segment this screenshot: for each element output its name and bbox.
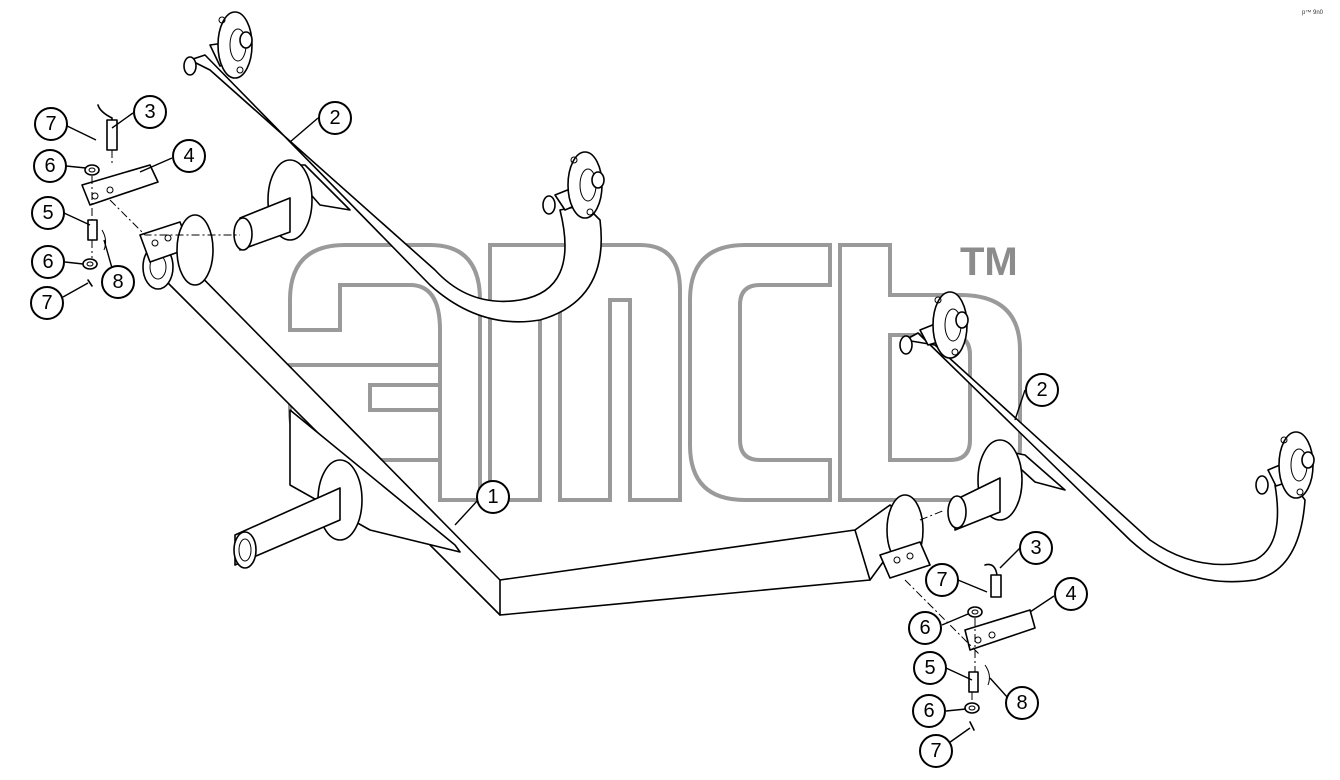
svg-text:8: 8 — [1016, 692, 1027, 714]
callout-6-right-lower: 6 — [912, 694, 946, 728]
hub-flange-right-lower — [1267, 431, 1315, 499]
hardware-right — [904, 509, 1036, 731]
upper-left-axle-tube — [183, 11, 605, 323]
callout-8-right: 8 — [1005, 686, 1039, 720]
hardware-left — [81, 104, 240, 287]
callout-2-upper: 2 — [318, 101, 352, 135]
watermark-trademark: TM — [960, 240, 1018, 284]
frame-bracket-right — [879, 494, 931, 579]
callout-4-right: 4 — [1054, 577, 1088, 611]
svg-text:7: 7 — [930, 740, 941, 762]
callout-6-left-lower: 6 — [31, 245, 65, 279]
callout-5-left: 5 — [31, 196, 65, 230]
callout-7-lower-left: 7 — [30, 286, 64, 320]
mounting-socket-upper-left — [233, 159, 351, 251]
corner-code: p™ 9n0 — [1302, 9, 1324, 16]
hub-flange-upper-mid — [554, 151, 605, 219]
callout-4-left: 4 — [172, 139, 206, 173]
hub-flange-upper-left — [209, 11, 253, 79]
svg-text:2: 2 — [329, 107, 340, 129]
svg-text:6: 6 — [42, 251, 53, 273]
svg-text:8: 8 — [112, 271, 123, 293]
svg-text:4: 4 — [183, 145, 194, 167]
svg-text:6: 6 — [44, 155, 55, 177]
mounting-socket-right — [947, 439, 1066, 531]
watermark-logo: TM — [288, 240, 1022, 502]
callout-1-frame: 1 — [476, 480, 510, 514]
right-axle-tube — [899, 291, 1315, 583]
svg-text:6: 6 — [923, 700, 934, 722]
callout-2-right: 2 — [1025, 373, 1059, 407]
hub-flange-right-upper — [919, 291, 969, 359]
callout-6-right-upper: 6 — [908, 611, 942, 645]
callout-7-right-upper: 7 — [925, 563, 959, 597]
svg-text:7: 7 — [41, 292, 52, 314]
callout-3-left: 3 — [133, 95, 167, 129]
callout-7-upper-left: 7 — [34, 107, 68, 141]
svg-text:3: 3 — [144, 101, 155, 123]
svg-text:4: 4 — [1065, 583, 1076, 605]
callout-8-left: 8 — [101, 265, 135, 299]
svg-text:5: 5 — [42, 202, 53, 224]
svg-text:6: 6 — [919, 617, 930, 639]
svg-text:2: 2 — [1036, 379, 1047, 401]
svg-text:3: 3 — [1030, 537, 1041, 559]
callout-7-right-lower: 7 — [919, 734, 953, 768]
callout-6-left-upper: 6 — [33, 149, 67, 183]
svg-text:7: 7 — [45, 113, 56, 135]
callout-5-right: 5 — [913, 651, 947, 685]
svg-text:1: 1 — [487, 486, 498, 508]
svg-text:5: 5 — [924, 657, 935, 679]
svg-text:7: 7 — [936, 569, 947, 591]
main-frame — [139, 214, 931, 616]
callout-3-right: 3 — [1019, 531, 1053, 565]
mounting-socket-center — [233, 409, 461, 569]
leader-lines — [62, 112, 1055, 746]
